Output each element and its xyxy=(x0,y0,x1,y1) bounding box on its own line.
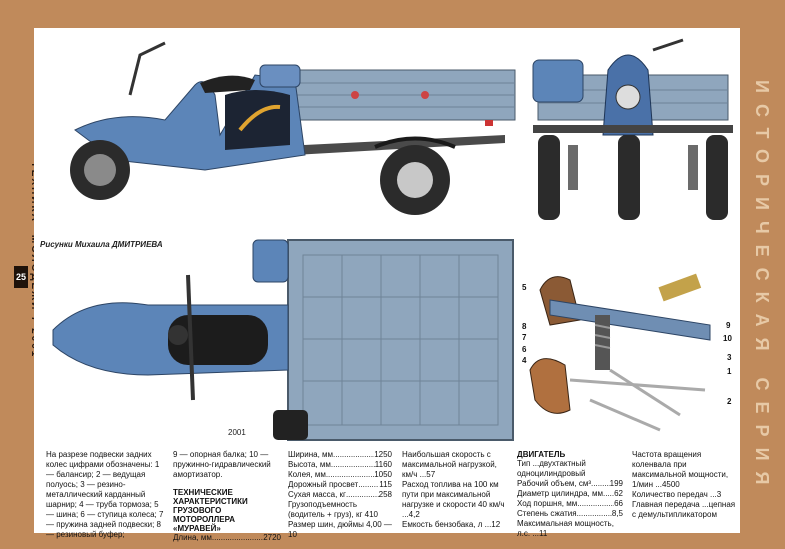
callout-6: 6 xyxy=(522,345,527,354)
spec-row: Максимальная мощность, л.с. ...11 xyxy=(517,519,614,538)
spec-row: Частота вращения коленвала при максималь… xyxy=(632,450,729,489)
spec-row: Дорожный просвет115 xyxy=(288,480,392,490)
spec-row: Грузоподъемность (водитель + груз), кг 4… xyxy=(288,500,379,519)
spec-row: Тип ...двухтактный одноцилиндровый xyxy=(517,459,586,478)
spec-row: Рабочий объем, см³199 xyxy=(517,479,623,489)
spec-row: Ход поршня, мм66 xyxy=(517,499,623,509)
spec-row: Сухая масса, кг258 xyxy=(288,490,392,500)
illustration-credit: Рисунки Михаила ДМИТРИЕВА xyxy=(40,240,163,249)
suspension-cutaway-illustration xyxy=(529,273,711,432)
spec-row: Длина, мм2720 xyxy=(173,533,281,543)
engine-heading: ДВИГАТЕЛЬ xyxy=(517,450,566,459)
specs-column-3: Наибольшая скорость с максимальной нагру… xyxy=(402,450,506,530)
callout-5: 5 xyxy=(522,283,527,292)
legend-continued: 9 — опорная балка; 10 — пружинно-гидравл… xyxy=(173,450,271,479)
series-band: ИСТОРИЧЕСКАЯ СЕРИЯ xyxy=(740,0,785,549)
scale-text: 2001 xyxy=(228,428,246,437)
specs-heading: ТЕХНИЧЕСКИЕ ХАРАКТЕРИСТИКИ ГРУЗОВОГО МОТ… xyxy=(173,488,248,533)
callout-2: 2 xyxy=(727,397,732,406)
spec-row: Степень сжатия8,5 xyxy=(517,509,623,519)
spec-row: Размер шин, дюймы 4,00 — 10 xyxy=(288,520,392,539)
spec-row: Емкость бензобака, л ...12 xyxy=(402,520,501,529)
spec-row: Расход топлива на 100 км пути при максим… xyxy=(402,480,505,519)
callout-10: 10 xyxy=(723,334,732,343)
callout-7: 7 xyxy=(522,333,527,342)
series-title: ИСТОРИЧЕСКАЯ СЕРИЯ xyxy=(752,80,772,496)
legend-paragraph: На разрезе подвески задних колес цифрами… xyxy=(46,450,164,539)
page-number: 25 xyxy=(14,266,28,288)
top-view-illustration: 2001 xyxy=(52,239,514,441)
spec-row: Диаметр цилиндра, мм62 xyxy=(517,489,623,499)
rear-view-illustration xyxy=(532,38,733,220)
spec-row: Наибольшая скорость с максимальной нагру… xyxy=(402,450,497,479)
specs-column-2: Ширина, мм1250 Высота, мм1160 Колея, мм1… xyxy=(288,450,392,540)
spec-row: Высота, мм1160 xyxy=(288,460,392,470)
callout-4: 4 xyxy=(522,356,527,365)
spine: ТЕХНИКА—МОЛОДЕЖИ 7'2001 25 xyxy=(0,0,40,549)
specs-column-5: Частота вращения коленвала при максималь… xyxy=(632,450,736,520)
spec-row: Ширина, мм1250 xyxy=(288,450,392,460)
spec-row: Колея, мм1050 xyxy=(288,470,392,480)
spec-row: Количество передач ...3 xyxy=(632,490,722,499)
callout-1: 1 xyxy=(727,367,732,376)
callout-3: 3 xyxy=(727,353,732,362)
specs-column-4: ДВИГАТЕЛЬ Тип ...двухтактный одноцилиндр… xyxy=(517,450,623,539)
side-view-illustration xyxy=(70,41,516,215)
callout-9: 9 xyxy=(726,321,731,330)
callout-8: 8 xyxy=(522,322,527,331)
spec-row: Главная передача ...цепная с демультипли… xyxy=(632,500,736,519)
specs-column-1: 9 — опорная балка; 10 — пружинно-гидравл… xyxy=(173,450,281,543)
